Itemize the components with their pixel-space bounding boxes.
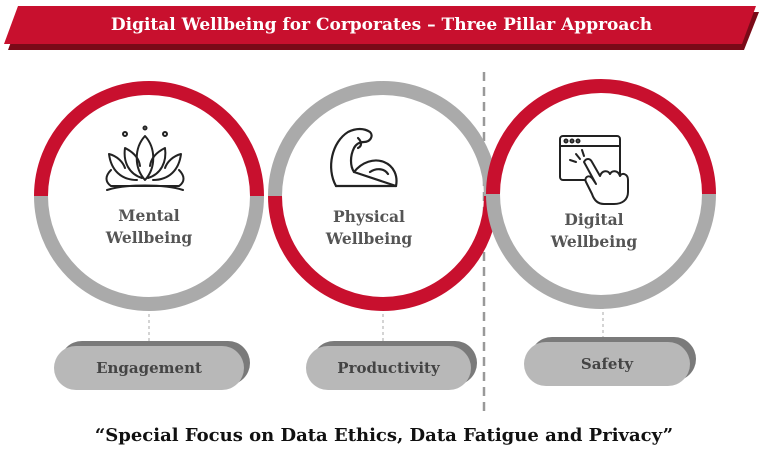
flexed-arm-icon	[330, 127, 398, 188]
pillar-label-line2: Wellbeing	[325, 229, 413, 248]
pill-label: Productivity	[306, 346, 471, 390]
pill-engagement: Engagement	[54, 341, 250, 390]
ring-mental	[34, 81, 264, 311]
pillar-label-line1: Digital	[564, 210, 624, 229]
pillar-label-line2: Wellbeing	[105, 228, 193, 247]
pillar-label-line1: Physical	[333, 207, 405, 226]
lotus-icon	[105, 125, 185, 191]
ring-physical	[268, 81, 498, 311]
pill-label: Engagement	[54, 346, 244, 390]
pill-label: Safety	[524, 342, 690, 386]
pill-safety: Safety	[524, 337, 696, 386]
page-title: Digital Wellbeing for Corporates – Three…	[110, 15, 653, 35]
pillar-label-mental: Mental Wellbeing	[69, 205, 229, 249]
pillar-label-line2: Wellbeing	[550, 232, 638, 251]
pill-productivity: Productivity	[306, 341, 477, 390]
pillar-label-line1: Mental	[118, 206, 180, 225]
pillar-label-digital: Digital Wellbeing	[514, 209, 674, 253]
title-banner	[4, 6, 759, 50]
footer-quote: “Special Focus on Data Ethics, Data Fati…	[94, 425, 674, 446]
touchscreen-hand-icon	[559, 135, 629, 205]
pillar-label-physical: Physical Wellbeing	[289, 206, 449, 250]
ring-digital	[486, 79, 716, 309]
